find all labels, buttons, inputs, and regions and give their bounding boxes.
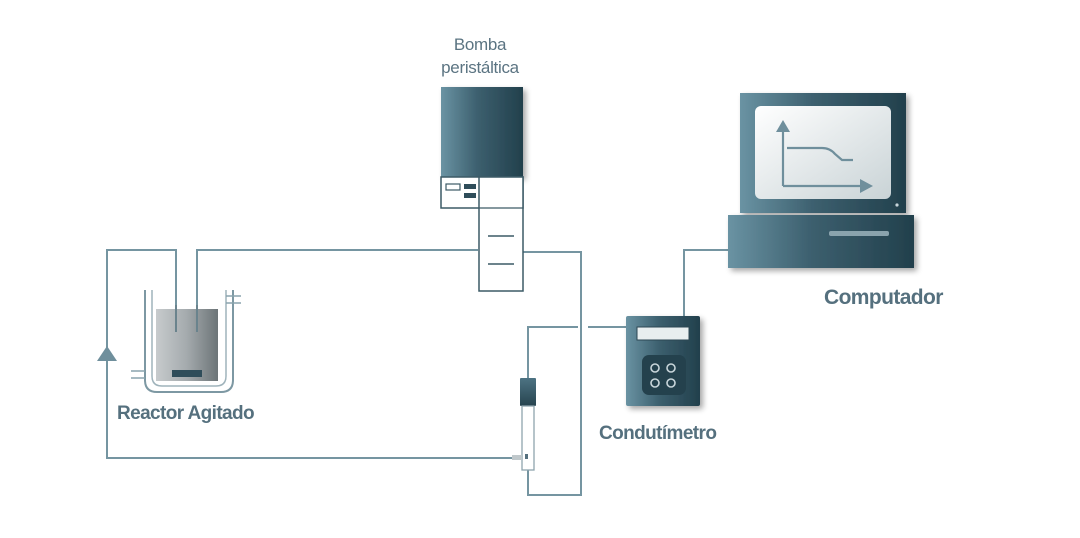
- cable-meter-to-computer: [683, 249, 728, 316]
- tube-pump-to-probe: [522, 251, 582, 496]
- conductivity-meter-icon: [626, 316, 700, 406]
- flow-direction-arrow-icon: [97, 346, 117, 361]
- computer-label: Computador: [824, 286, 943, 309]
- tube-probe-top: [527, 326, 578, 380]
- computer-icon: [728, 93, 914, 268]
- peristaltic-pump-icon: [440, 87, 524, 292]
- tube-pump-to-reactor: [196, 249, 478, 330]
- pump-label: Bomba peristáltica: [420, 33, 540, 79]
- conductivity-meter-label: Condutímetro: [599, 423, 717, 444]
- screen-graph-icon: [781, 128, 864, 188]
- stirred-reactor-icon: [131, 290, 241, 393]
- tubing-lines: [106, 249, 728, 496]
- pump-label-line1: Bomba: [453, 35, 507, 54]
- pump-label-line2: peristáltica: [441, 58, 519, 77]
- reactor-label: Reactor Agitado: [117, 403, 255, 424]
- tube-reactor-return: [106, 249, 514, 459]
- conductivity-probe-icon: [512, 378, 536, 471]
